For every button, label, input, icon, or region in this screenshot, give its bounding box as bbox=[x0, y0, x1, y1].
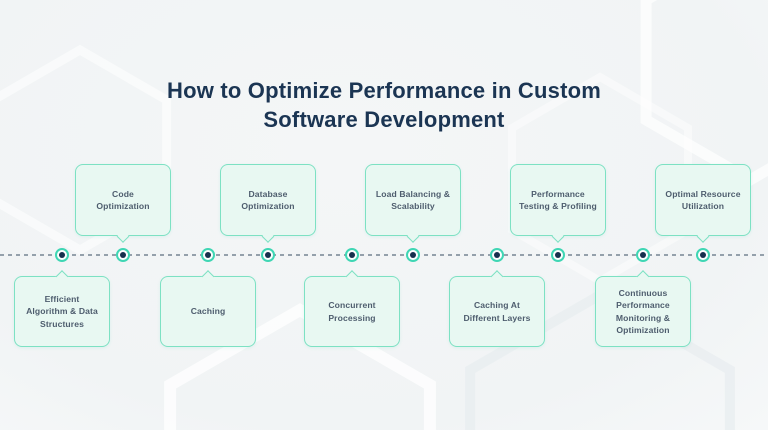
page-title: How to Optimize Performance in Custom So… bbox=[166, 78, 601, 133]
step-label: Load Balancing & Scalability bbox=[375, 188, 451, 211]
step-card-database-optimization: Database Optimization bbox=[220, 164, 316, 243]
timeline-node-dot bbox=[120, 252, 126, 258]
step-label: Caching At Different Layers bbox=[463, 300, 531, 323]
step-card-optimal-resource-utilization: Optimal Resource Utilization bbox=[655, 164, 751, 243]
timeline-node bbox=[201, 248, 215, 262]
step-label: Performance Testing & Profiling bbox=[519, 188, 597, 211]
step-label: Database Optimization bbox=[241, 188, 295, 211]
step-label: Efficient Algorithm & Data Structures bbox=[26, 293, 98, 329]
timeline-node bbox=[345, 248, 359, 262]
step-card-caching-at-different-layers: Caching At Different Layers bbox=[449, 269, 545, 347]
timeline-node-dot bbox=[205, 252, 211, 258]
step-card-concurrent-processing: Concurrent Processing bbox=[304, 269, 400, 347]
timeline-node-dot bbox=[700, 252, 706, 258]
timeline-node bbox=[261, 248, 275, 262]
timeline-node bbox=[490, 248, 504, 262]
step-card-efficient-algorithm-data-structures: Efficient Algorithm & Data Structures bbox=[14, 269, 110, 347]
timeline-node bbox=[551, 248, 565, 262]
step-card-caching: Caching bbox=[160, 269, 256, 347]
timeline-line bbox=[0, 254, 768, 256]
timeline-node-dot bbox=[265, 252, 271, 258]
timeline-node bbox=[55, 248, 69, 262]
timeline-node-dot bbox=[640, 252, 646, 258]
step-label: Concurrent Processing bbox=[328, 300, 376, 323]
timeline-node-dot bbox=[555, 252, 561, 258]
timeline-node bbox=[406, 248, 420, 262]
timeline-node bbox=[116, 248, 130, 262]
step-card-load-balancing-scalability: Load Balancing & Scalability bbox=[365, 164, 461, 243]
step-label: Optimal Resource Utilization bbox=[665, 188, 741, 211]
timeline-node bbox=[636, 248, 650, 262]
step-label: Code Optimization bbox=[96, 188, 150, 211]
timeline-node-dot bbox=[349, 252, 355, 258]
timeline-node bbox=[696, 248, 710, 262]
step-card-continuous-performance-monitoring: Continuous Performance Monitoring & Opti… bbox=[595, 269, 691, 347]
timeline-node-dot bbox=[410, 252, 416, 258]
step-label: Caching bbox=[190, 306, 226, 317]
step-card-performance-testing-profiling: Performance Testing & Profiling bbox=[510, 164, 606, 243]
step-card-code-optimization: Code Optimization bbox=[75, 164, 171, 243]
timeline-node-dot bbox=[494, 252, 500, 258]
timeline-node-dot bbox=[59, 252, 65, 258]
step-label: Continuous Performance Monitoring & Opti… bbox=[615, 287, 671, 335]
